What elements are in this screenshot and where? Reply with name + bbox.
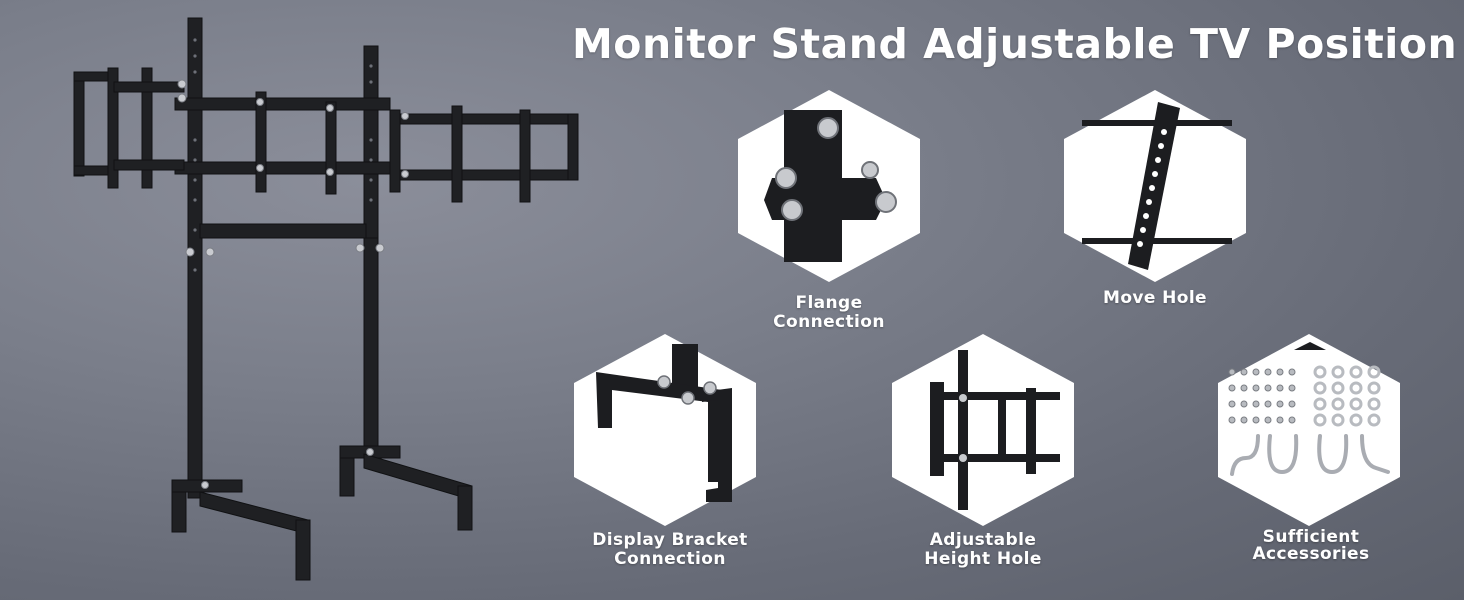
feature-label-line1: Display Bracket xyxy=(592,530,748,550)
feature-label-line2: Connection xyxy=(773,312,885,332)
monitor-stand-image xyxy=(60,10,600,590)
feature-label-line1: Sufficient xyxy=(1262,527,1360,547)
feature-label-line2: Connection xyxy=(614,549,726,569)
feature-label-line1: Flange xyxy=(795,293,863,313)
feature-label-line2: Accessories xyxy=(1252,544,1370,564)
display-bracket-icon xyxy=(572,332,758,528)
height-hole-icon xyxy=(890,332,1076,528)
feature-label-flange: Flange Connection xyxy=(736,294,922,332)
feature-label-display-bracket: Display Bracket Connection xyxy=(572,531,768,569)
flange-connection-icon xyxy=(736,88,922,284)
feature-label-move-hole: Move Hole xyxy=(1062,289,1248,308)
accessories-icon xyxy=(1216,332,1402,528)
move-hole-icon xyxy=(1062,88,1248,284)
feature-label-line1: Adjustable xyxy=(929,530,1037,550)
feature-label-line2: Height Hole xyxy=(924,549,1042,569)
feature-label-height-hole: Adjustable Height Hole xyxy=(890,531,1076,569)
feature-label-accessories: Sufficient Accessories xyxy=(1216,529,1406,563)
feature-label-line1: Move Hole xyxy=(1103,288,1207,308)
page-title: Monitor Stand Adjustable TV Position xyxy=(572,20,1458,68)
